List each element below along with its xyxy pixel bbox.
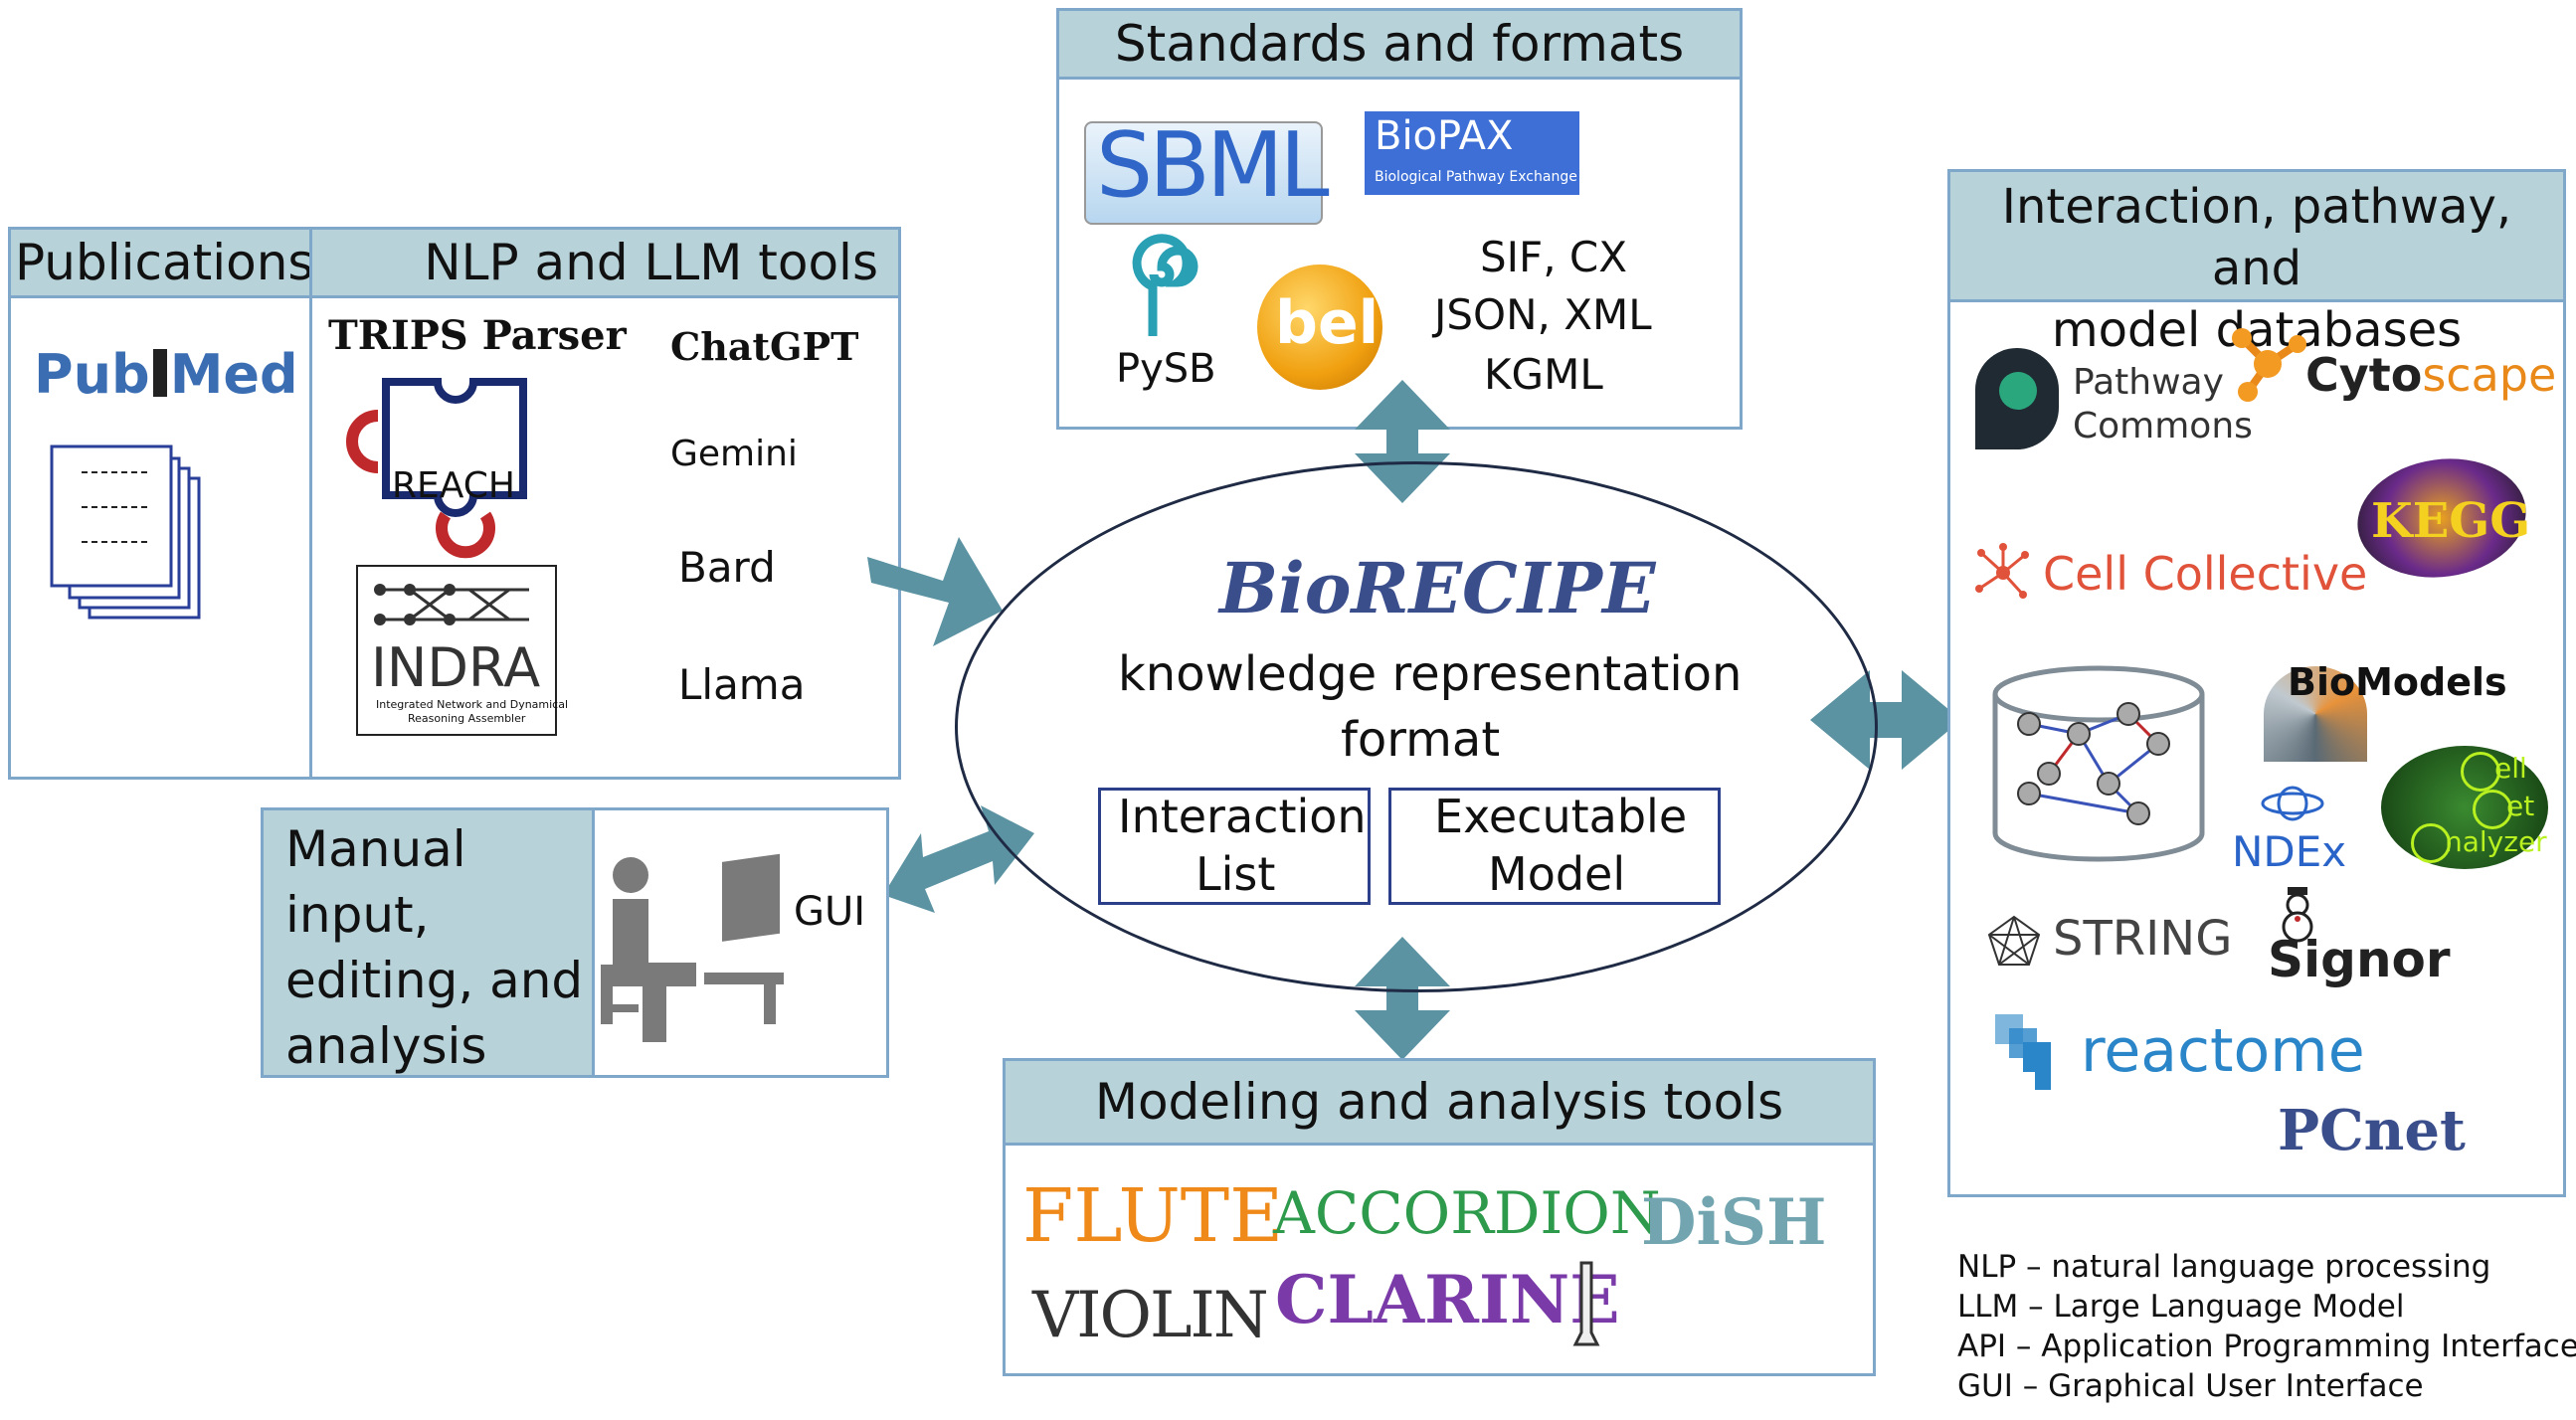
reactome-label: reactome [2081, 1016, 2365, 1086]
dish-logo: DiSH [1641, 1185, 1827, 1260]
bel-label: bel [1275, 288, 1380, 358]
pubmed-logo-med: Med [169, 343, 298, 406]
cell-collective-label: Cell Collective [2043, 547, 2368, 601]
user-at-computer-icon [601, 853, 784, 1042]
cytoscape-b: scape [2422, 348, 2557, 402]
cytoscape-icon [2232, 328, 2306, 402]
pubmed-logo-pub: Pub [34, 343, 150, 406]
pathway-commons-line1: Pathway [2073, 362, 2224, 403]
cytoscape-a: Cyto [2305, 348, 2423, 402]
databases-header-line1: Interaction, pathway, and [2001, 179, 2512, 296]
standards-header: Standards and formats [1056, 8, 1743, 80]
publications-header: Publications [8, 227, 313, 298]
biorecipe-title: BioRECIPE [1219, 547, 1656, 629]
biorecipe-ellipse [955, 461, 1878, 992]
reactome-icon [1995, 1014, 2051, 1090]
manual-line-3: editing, and [285, 952, 584, 1009]
string-label: STRING [2053, 911, 2233, 967]
documents-icon [50, 444, 201, 620]
llm-gemini: Gemini [670, 434, 798, 474]
llm-chatgpt: ChatGPT [670, 324, 859, 369]
nlp-center-arrow [867, 537, 1003, 646]
indra-logo [356, 565, 557, 736]
llm-llama: Llama [678, 660, 806, 709]
indra-subtitle-2: Reasoning Assembler [408, 712, 526, 725]
format-kgml: KGML [1484, 350, 1603, 399]
cell-collective-icon [1975, 543, 2029, 599]
legend-api: API – Application Programming Interface [1957, 1329, 2576, 1364]
pubmed-logo: Pub Med [34, 343, 298, 406]
trips-parser-label: TRIPS Parser [328, 312, 627, 359]
manual-line-2: input, [285, 886, 430, 944]
databases-header: Interaction, pathway, and model database… [1947, 169, 2566, 358]
bel-logo [1257, 265, 1382, 390]
reach-label: REACH [392, 465, 515, 506]
biomodels-icon [2264, 666, 2367, 762]
clarinet-logo: CLARINE [1275, 1261, 1620, 1338]
center-line1: knowledge representation [1118, 646, 1743, 702]
executable-model-box [1388, 788, 1721, 905]
llm-bard: Bard [678, 543, 776, 592]
signor-snowman-icon [2282, 887, 2313, 943]
format-json-xml: JSON, XML [1434, 290, 1652, 339]
reach-logo [346, 378, 527, 559]
pathway-commons-line2: Commons [2073, 406, 2253, 446]
publications-divider [309, 294, 312, 780]
center-line2: format [1341, 712, 1501, 768]
cytoscape-logo: Cytoscape [2305, 348, 2556, 402]
interaction-list-line2: List [1196, 847, 1276, 901]
gui-label: GUI [794, 889, 866, 935]
biopax-label: BioPAX [1375, 113, 1514, 159]
pcnet-label: PCnet [2278, 1098, 2466, 1163]
violin-logo: VIOLIN [1032, 1279, 1269, 1352]
pysb-spiral-icon [1132, 234, 1198, 336]
accordion-logo: ACCORDION [1273, 1179, 1661, 1247]
legend-nlp: NLP – natural language processing [1957, 1249, 2491, 1285]
cna-cell: ell [2494, 752, 2527, 785]
network-database-icon [1992, 665, 2205, 862]
indra-subtitle-1: Integrated Network and Dynamical [376, 698, 569, 711]
biopax-subtitle: Biological Pathway Exchange [1375, 169, 1577, 185]
pysb-label: PySB [1116, 346, 1216, 392]
pathway-commons-icon-dot [1999, 372, 2037, 410]
nlp-header: NLP and LLM tools [309, 227, 901, 298]
manual-header: Manual input, editing, and analysis [261, 807, 595, 1078]
executable-model-line1: Executable [1434, 790, 1688, 843]
cna-net: et [2506, 790, 2535, 822]
cna-a-circle [2411, 823, 2451, 863]
sbml-logo [1084, 121, 1323, 225]
clarinet-icon [1572, 1261, 1600, 1346]
interaction-list-line1: Interaction [1118, 790, 1367, 843]
format-sif-cx: SIF, CX [1480, 233, 1628, 281]
biopax-logo [1365, 111, 1579, 195]
indra-network-icon [374, 584, 529, 625]
modeling-header: Modeling and analysis tools [1003, 1058, 1876, 1146]
cna-analyzer: nalyzer [2445, 825, 2547, 858]
cna-n-circle [2473, 790, 2512, 829]
pubmed-bookmark-icon [152, 349, 167, 397]
kegg-label: KEGG [2371, 493, 2531, 549]
sbml-label: SBML [1096, 113, 1330, 218]
indra-label: INDRA [371, 636, 541, 699]
manual-line-1: Manual [285, 820, 466, 878]
signor-label: Signor [2268, 931, 2451, 988]
biomodels-label: BioModels [2288, 660, 2507, 704]
string-icon [1987, 915, 2041, 966]
manual-line-4: analysis [285, 1017, 487, 1075]
interaction-list-box [1098, 788, 1371, 905]
executable-model-line2: Model [1488, 847, 1626, 901]
legend-gui: GUI – Graphical User Interface [1957, 1368, 2424, 1404]
legend-llm: LLM – Large Language Model [1957, 1289, 2405, 1325]
flute-logo: FLUTE [1022, 1173, 1284, 1259]
ndex-icon [2261, 786, 2324, 821]
cna-c-circle [2461, 752, 2500, 792]
ndex-label: NDEx [2232, 827, 2347, 876]
